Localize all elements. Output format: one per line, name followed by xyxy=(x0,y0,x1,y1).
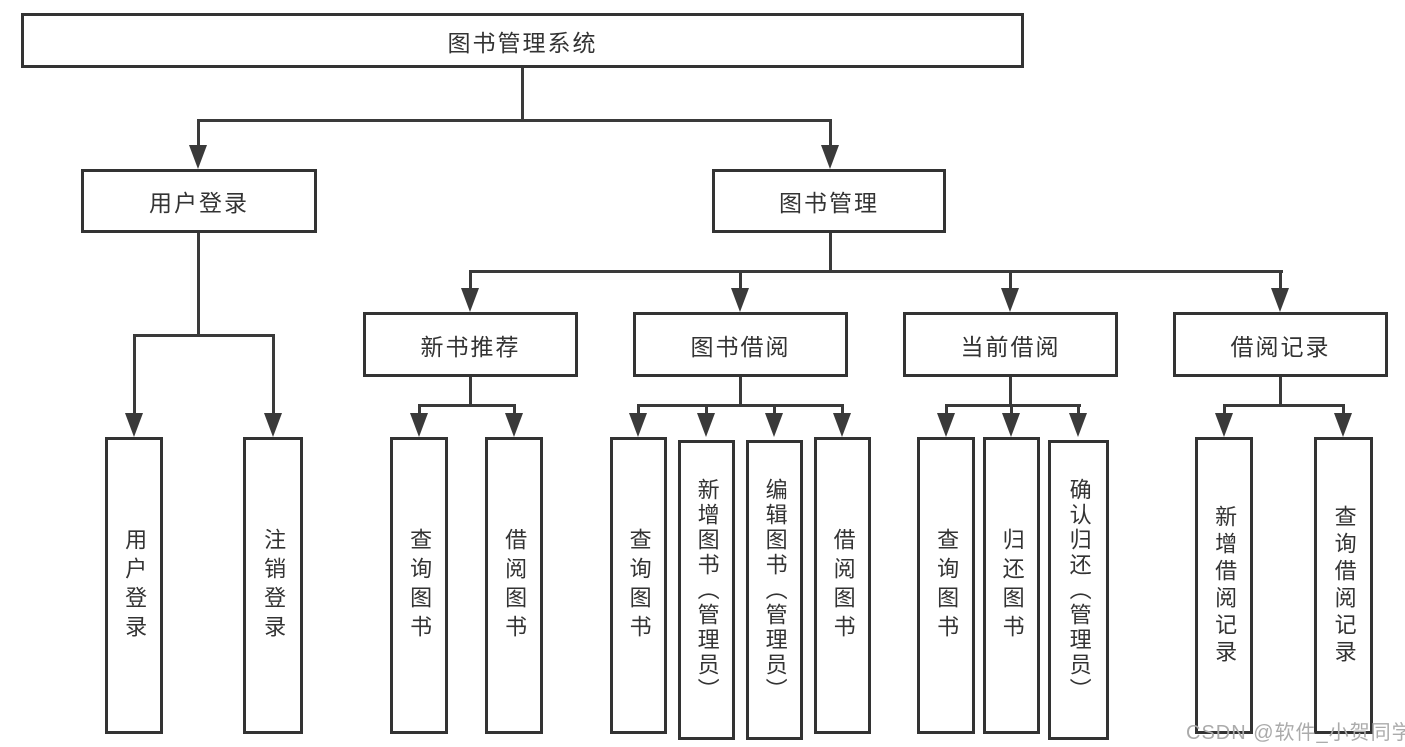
connector-leg-cb-query xyxy=(945,406,948,415)
arrowhead xyxy=(264,413,282,437)
connector-book-mgmt-stub xyxy=(829,233,832,272)
leaf-user-login: 用户登录 xyxy=(105,437,163,734)
leaf-cb-confirm-return-admin-label: 确认归还（管理员） xyxy=(1066,477,1092,703)
leaf-bb-add-book-admin-label: 新增图书（管理员） xyxy=(694,477,720,703)
leaf-cb-return-book: 归还图书 xyxy=(983,437,1040,734)
connector-leg-cb-return xyxy=(1010,406,1013,415)
leaf-user-login-label: 用户登录 xyxy=(122,527,148,644)
arrowhead xyxy=(125,413,143,437)
connector-user-login-distributor xyxy=(133,334,275,337)
arrowhead xyxy=(1271,288,1289,312)
leaf-logout: 注销登录 xyxy=(243,437,303,734)
connector-book-borrow-distributor xyxy=(637,404,844,407)
node-borrow-record: 借阅记录 xyxy=(1173,312,1388,377)
arrowhead xyxy=(731,288,749,312)
leaf-br-query-record-label: 查询借阅记录 xyxy=(1331,504,1357,667)
arrowhead xyxy=(1334,413,1352,437)
node-borrow-record-label: 借阅记录 xyxy=(1230,333,1331,360)
connector-leg-bb-edit xyxy=(773,406,776,415)
leaf-cb-return-book-label: 归还图书 xyxy=(999,527,1025,644)
connector-leg-borrow-record xyxy=(1279,272,1282,290)
connector-root-stub xyxy=(521,68,524,121)
arrowhead xyxy=(461,288,479,312)
connector-leg-book-mgmt xyxy=(829,121,832,147)
arrowhead xyxy=(833,413,851,437)
leaf-cb-confirm-return-admin: 确认归还（管理员） xyxy=(1048,440,1109,740)
leaf-bb-edit-book-admin-label: 编辑图书（管理员） xyxy=(762,477,788,703)
arrowhead xyxy=(765,413,783,437)
arrowhead xyxy=(1001,288,1019,312)
leaf-br-add-record: 新增借阅记录 xyxy=(1195,437,1253,734)
node-book-borrow: 图书借阅 xyxy=(633,312,848,377)
arrowhead xyxy=(1069,413,1087,437)
leaf-nb-borrow-book-label: 借阅图书 xyxy=(502,527,528,644)
leaf-bb-query-book-label: 查询图书 xyxy=(626,527,652,644)
connector-leg-bb-borrow xyxy=(841,406,844,415)
node-book-borrow-label: 图书借阅 xyxy=(690,333,791,360)
connector-book-borrow-stub xyxy=(739,377,742,406)
connector-leg-nb-query xyxy=(418,406,421,415)
connector-borrow-record-distributor xyxy=(1223,404,1345,407)
connector-leg-br-query xyxy=(1342,406,1345,415)
connector-current-borrow-distributor xyxy=(945,404,1081,407)
connector-leg-bb-add xyxy=(705,406,708,415)
connector-new-book-rec-distributor xyxy=(418,404,516,407)
connector-level2-distributor xyxy=(197,119,832,122)
connector-leg-current-borrow xyxy=(1009,272,1012,290)
arrowhead xyxy=(1002,413,1020,437)
connector-leg-br-add xyxy=(1223,406,1226,415)
node-root: 图书管理系统 xyxy=(21,13,1024,68)
connector-user-login-stub xyxy=(197,233,200,336)
connector-leg-book-borrow xyxy=(739,272,742,290)
leaf-cb-query-book-label: 查询图书 xyxy=(934,527,960,644)
leaf-bb-borrow-book-label: 借阅图书 xyxy=(830,527,856,644)
connector-leg-user-login xyxy=(197,121,200,147)
node-root-label: 图书管理系统 xyxy=(447,29,598,56)
leaf-cb-query-book: 查询图书 xyxy=(917,437,975,734)
arrowhead xyxy=(410,413,428,437)
connector-leg-nb-borrow xyxy=(513,406,516,415)
leaf-br-add-record-label: 新增借阅记录 xyxy=(1212,504,1238,667)
connector-leg-leaf-user-login xyxy=(133,336,136,414)
connector-level3-distributor xyxy=(469,270,1283,273)
leaf-bb-add-book-admin: 新增图书（管理员） xyxy=(678,440,735,740)
node-new-book-rec: 新书推荐 xyxy=(363,312,578,377)
arrowhead xyxy=(189,145,207,169)
arrowhead xyxy=(505,413,523,437)
connector-new-book-rec-stub xyxy=(469,377,472,406)
connector-borrow-record-stub xyxy=(1279,377,1282,406)
leaf-nb-query-book-label: 查询图书 xyxy=(407,527,433,644)
node-new-book-rec-label: 新书推荐 xyxy=(420,333,521,360)
connector-leg-bb-query xyxy=(637,406,640,415)
node-book-mgmt: 图书管理 xyxy=(712,169,946,233)
node-current-borrow-label: 当前借阅 xyxy=(960,333,1061,360)
leaf-nb-query-book: 查询图书 xyxy=(390,437,448,734)
connector-leg-leaf-logout xyxy=(272,336,275,414)
leaf-nb-borrow-book: 借阅图书 xyxy=(485,437,543,734)
arrowhead xyxy=(937,413,955,437)
leaf-logout-label: 注销登录 xyxy=(261,527,287,644)
node-current-borrow: 当前借阅 xyxy=(903,312,1118,377)
node-user-login: 用户登录 xyxy=(81,169,317,233)
arrowhead xyxy=(1215,413,1233,437)
leaf-bb-edit-book-admin: 编辑图书（管理员） xyxy=(746,440,803,740)
connector-current-borrow-stub xyxy=(1009,377,1012,406)
arrowhead xyxy=(697,413,715,437)
node-book-mgmt-label: 图书管理 xyxy=(779,190,879,216)
arrowhead xyxy=(629,413,647,437)
node-user-login-label: 用户登录 xyxy=(149,190,249,216)
csdn-watermark: CSDN @软件_小贺同学 xyxy=(1186,722,1405,744)
leaf-bb-borrow-book: 借阅图书 xyxy=(814,437,871,734)
arrowhead xyxy=(821,145,839,169)
leaf-br-query-record: 查询借阅记录 xyxy=(1314,437,1373,734)
leaf-bb-query-book: 查询图书 xyxy=(610,437,667,734)
connector-leg-cb-confirm xyxy=(1077,406,1080,415)
connector-leg-new-book-rec xyxy=(469,272,472,290)
